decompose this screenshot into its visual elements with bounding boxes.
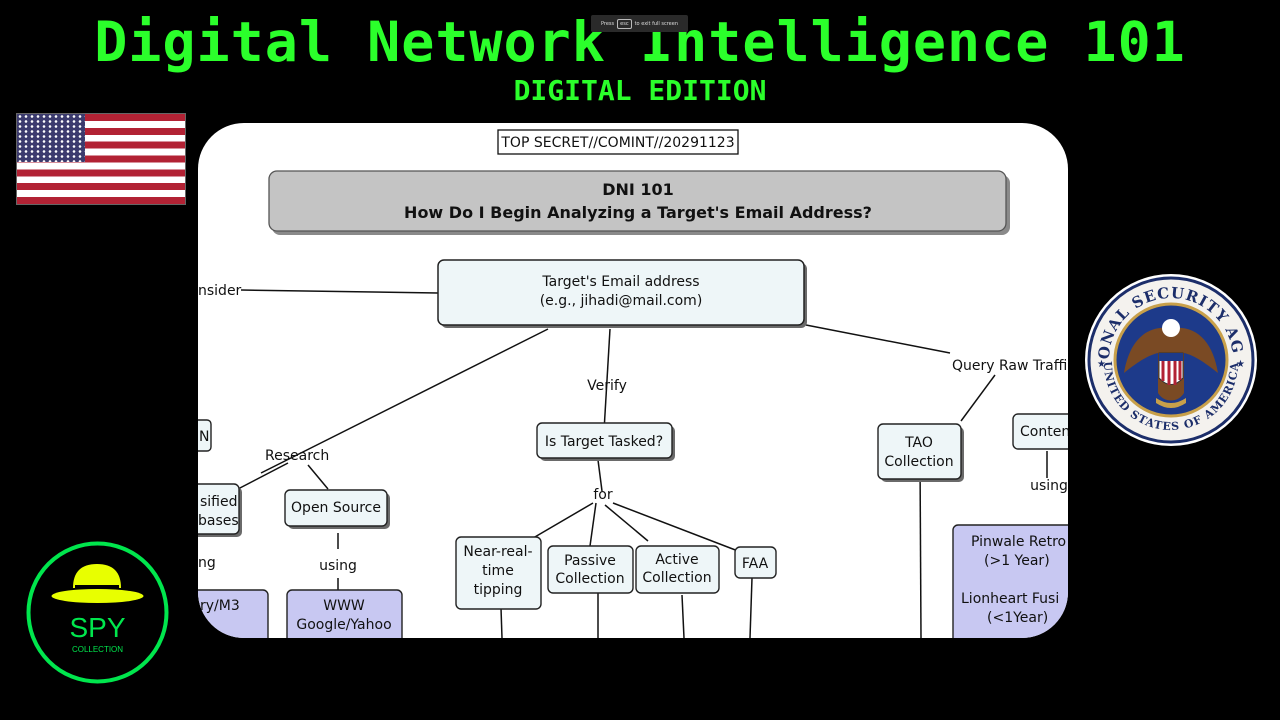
using-mid-label: using: [319, 558, 357, 574]
open-source-text: Open Source: [291, 500, 381, 516]
diagram-svg: TOP SECRET//COMINT//20291123 DNI 101 How…: [198, 129, 1068, 638]
nsa-seal-icon: NATIONAL SECURITY AGENCY UNITED STATES O…: [1084, 273, 1257, 446]
seal-star-left: ★: [1097, 359, 1106, 370]
logo-main-text: SPY: [69, 612, 125, 643]
heading-line1: DNI 101: [602, 180, 674, 199]
eagle-head: [1162, 319, 1180, 337]
shield-chief: [1159, 353, 1183, 361]
seal-star-right: ★: [1236, 359, 1245, 370]
active-line2: Collection: [642, 570, 711, 586]
near-real-time-node: [455, 536, 542, 610]
is-target-tasked-text: Is Target Tasked?: [545, 434, 663, 450]
google-yahoo-text: Google/Yahoo: [296, 617, 391, 633]
fullscreen-exit-notice: Press esc to exit full screen: [591, 15, 688, 32]
logo-sub-text: COLLECTION: [72, 645, 123, 654]
classified-line1: sified: [200, 494, 238, 510]
root-line1: Target's Email address: [541, 274, 699, 290]
diagram-edges: [237, 289, 1048, 638]
query-raw-label: Query Raw Traffic: [952, 358, 1068, 374]
pinwale-line1: Pinwale Retro: [971, 534, 1066, 550]
is-target-tasked-node: [536, 422, 673, 459]
esc-key[interactable]: esc: [617, 18, 632, 29]
verify-label: Verify: [587, 378, 627, 394]
classified-databases-node: [198, 483, 240, 535]
mary-m3-node: [198, 589, 269, 638]
mary-m3-text: ry/M3: [200, 598, 240, 614]
logo-ring: [26, 541, 169, 684]
root-line2: (e.g., jihadi@mail.com): [540, 293, 703, 309]
dni-diagram: TOP SECRET//COMINT//20291123 DNI 101 How…: [198, 123, 1068, 638]
flag-canton: [17, 114, 85, 162]
root-node: [437, 259, 805, 326]
notice-rest: to exit full screen: [634, 20, 679, 27]
pinwale-line2: (>1 Year): [984, 553, 1050, 569]
classification-box: [497, 129, 739, 155]
faa-node: [734, 546, 777, 579]
lionheart-line1: Lionheart Fusi: [961, 591, 1059, 607]
for-label: for: [593, 487, 612, 503]
passive-line1: Passive: [564, 553, 616, 569]
www-text: WWW: [323, 598, 365, 614]
hat-band: [75, 585, 119, 590]
content-text: Conten: [1020, 424, 1068, 440]
using-right-label: using: [1030, 478, 1068, 494]
heading-box: [268, 170, 1007, 232]
left-partial-node: [198, 419, 212, 452]
hat-crown-icon: [73, 564, 121, 588]
consider-label: nsider: [198, 283, 242, 299]
using-left-label: ng: [198, 555, 216, 571]
near-real-line2: time: [482, 563, 514, 579]
content-node: [1012, 413, 1068, 450]
open-source-node: [284, 489, 388, 527]
us-flag-icon: [16, 113, 186, 205]
shield-stripes: [1161, 361, 1182, 385]
tao-line1: TAO: [904, 435, 933, 451]
heading-line2: How Do I Begin Analyzing a Target's Emai…: [404, 203, 872, 222]
passive-line2: Collection: [555, 571, 624, 587]
research-label: Research: [265, 448, 329, 464]
classified-line2: bases: [198, 513, 239, 529]
pinwale-lionheart-node: [952, 524, 1068, 638]
eagle-key: [1156, 398, 1186, 408]
passive-collection-node: [547, 545, 634, 594]
lionheart-line2: (<1Year): [987, 610, 1048, 626]
hat-brim: [51, 589, 144, 603]
video-subtitle: DIGITAL EDITION: [513, 74, 767, 107]
tao-node: [877, 423, 962, 480]
spy-collection-logo: SPY COLLECTION: [26, 541, 169, 684]
www-node: [286, 589, 403, 638]
faa-text: FAA: [742, 556, 769, 572]
tao-line2: Collection: [884, 454, 953, 470]
active-line1: Active: [655, 552, 698, 568]
notice-press: Press: [600, 20, 615, 27]
active-collection-node: [635, 545, 720, 594]
near-real-line3: tipping: [474, 582, 523, 598]
near-real-line1: Near-real-: [463, 544, 532, 560]
left-partial-text: N: [199, 429, 209, 445]
classification-text: TOP SECRET//COMINT//20291123: [500, 135, 734, 151]
